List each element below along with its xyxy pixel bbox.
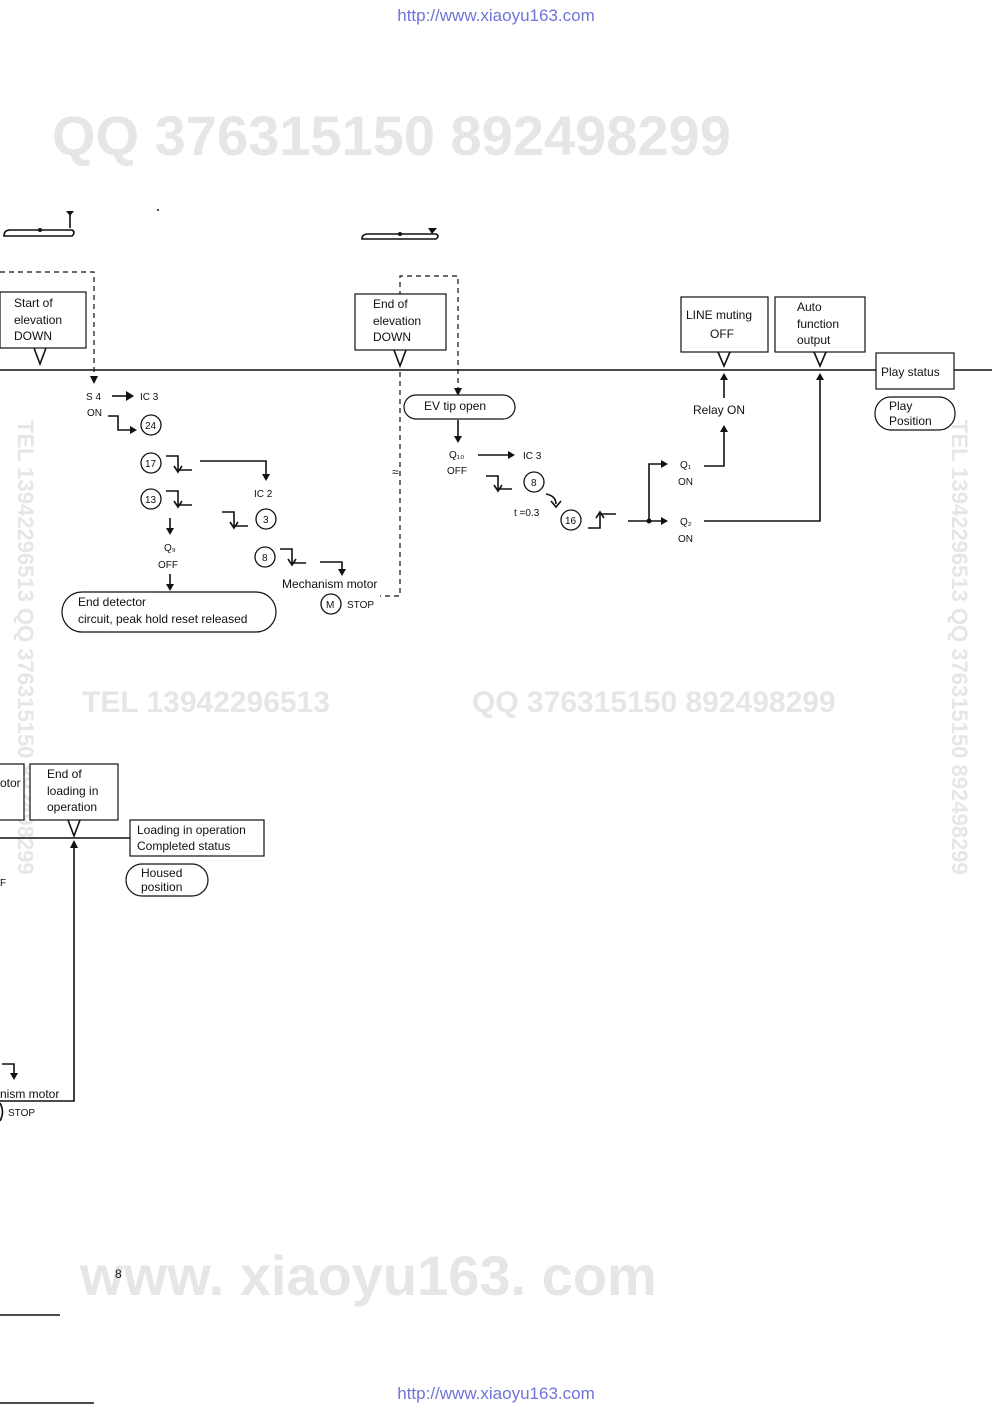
svg-text:Play status: Play status	[881, 365, 940, 379]
svg-text:16: 16	[565, 516, 577, 527]
watermark-tel-mid: TEL 13942296513	[82, 686, 330, 719]
svg-text:otor: otor	[0, 776, 21, 790]
svg-text:operation: operation	[47, 800, 97, 814]
circled-3: 3	[255, 508, 277, 530]
svg-text:elevation: elevation	[14, 313, 62, 327]
page-number: 8	[115, 1267, 122, 1281]
box-end-loading: End of loading in operation	[29, 763, 119, 839]
dashed-path-left	[0, 271, 95, 380]
box-auto-function: Auto function output	[774, 296, 866, 369]
label-s4: S 4	[86, 392, 101, 403]
label-mechanism-motor-partial: nism motor	[0, 1087, 59, 1101]
svg-text:OFF: OFF	[710, 327, 734, 341]
tonearm-icon-center	[361, 228, 439, 240]
svg-text:8: 8	[531, 478, 537, 489]
svg-text:Housed: Housed	[141, 866, 182, 880]
circled-8-left: 8	[254, 546, 276, 568]
circled-16: 16	[560, 509, 582, 531]
circled-8-right: 8	[523, 471, 545, 493]
label-q1-on: ON	[678, 477, 693, 488]
svg-text:Position: Position	[889, 414, 932, 428]
svg-text:End detector: End detector	[78, 595, 146, 609]
svg-text:LINE muting: LINE muting	[686, 308, 752, 322]
label-stop-lower: STOP	[8, 1108, 35, 1119]
svg-text:Completed status: Completed status	[137, 839, 230, 853]
svg-text:DOWN: DOWN	[14, 329, 52, 343]
label-q9: Q₉	[164, 543, 176, 554]
label-q9-off: OFF	[158, 560, 178, 571]
circled-13: 13	[140, 488, 162, 510]
svg-text:8: 8	[262, 553, 268, 564]
box-line-muting: LINE muting OFF	[680, 296, 769, 369]
label-stop: STOP	[347, 600, 374, 611]
label-q2: Q₂	[680, 517, 692, 528]
svg-text:17: 17	[145, 459, 157, 470]
box-play-position: Play Position	[874, 396, 956, 431]
label-q10-off: OFF	[447, 466, 467, 477]
label-relay-on: Relay ON	[693, 403, 745, 417]
svg-text:M: M	[326, 600, 334, 611]
box-loading-completed: Loading in operation Completed status	[129, 819, 265, 857]
svg-text:13: 13	[145, 495, 157, 506]
watermark-vertical-right: TEL 13942296513 QQ 376315150 892498299	[947, 420, 972, 875]
box-start-elevation: Start of elevation DOWN	[0, 291, 87, 367]
svg-text:elevation: elevation	[373, 314, 421, 328]
approx-symbol: ≈	[392, 465, 399, 479]
source-url-top[interactable]: http://www.xiaoyu163.com	[397, 6, 595, 25]
source-url-bottom[interactable]: http://www.xiaoyu163.com	[397, 1384, 595, 1403]
box-end-elevation: End of elevation DOWN	[354, 293, 447, 369]
svg-text:Play: Play	[889, 399, 912, 413]
svg-text:3: 3	[263, 515, 269, 526]
svg-text:EV tip open: EV tip open	[424, 399, 486, 413]
label-t-0-3: t =0.3	[514, 508, 540, 519]
label-q2-on: ON	[678, 534, 693, 545]
svg-text:End of: End of	[373, 297, 408, 311]
svg-text:function: function	[797, 317, 839, 331]
svg-text:Start of: Start of	[14, 296, 53, 310]
label-f-partial: F	[0, 878, 6, 889]
watermark-qq-mid: QQ 376315150 892498299	[472, 686, 836, 719]
svg-text:output: output	[797, 333, 831, 347]
svg-text:circuit, peak hold reset relea: circuit, peak hold reset released	[78, 612, 247, 626]
dashed-return	[380, 372, 401, 597]
label-q1: Q₁	[680, 460, 692, 471]
box-end-detector: End detector circuit, peak hold reset re…	[61, 591, 277, 633]
box-housed-position: Housed position	[125, 863, 209, 897]
watermark-qq-top: QQ 376315150 892498299	[52, 104, 731, 167]
dashed-path-right	[399, 275, 459, 392]
svg-text:End of: End of	[47, 767, 82, 781]
svg-text:position: position	[141, 880, 182, 894]
label-ic3-a: IC 3	[140, 392, 159, 403]
svg-text:DOWN: DOWN	[373, 330, 411, 344]
svg-text:Loading in operation: Loading in operation	[137, 823, 246, 837]
motor-icon: M	[320, 593, 342, 615]
box-ev-tip-open: EV tip open	[403, 394, 516, 420]
box-play-status: Play status	[875, 352, 955, 390]
svg-text:Auto: Auto	[797, 300, 822, 314]
svg-text:loading in: loading in	[47, 784, 98, 798]
label-s4-on: ON	[87, 408, 102, 419]
label-q10: Q₁₀	[449, 450, 464, 461]
circled-24: 24	[140, 414, 162, 436]
box-motor-partial: otor	[0, 763, 25, 821]
circled-17: 17	[140, 452, 162, 474]
watermark-bottom: www. xiaoyu163. com	[79, 1244, 657, 1307]
label-ic3-b: IC 3	[523, 451, 542, 462]
tonearm-icon-left	[3, 211, 75, 237]
label-ic2: IC 2	[254, 489, 273, 500]
label-mechanism-motor: Mechanism motor	[282, 577, 377, 591]
svg-text:24: 24	[145, 421, 157, 432]
